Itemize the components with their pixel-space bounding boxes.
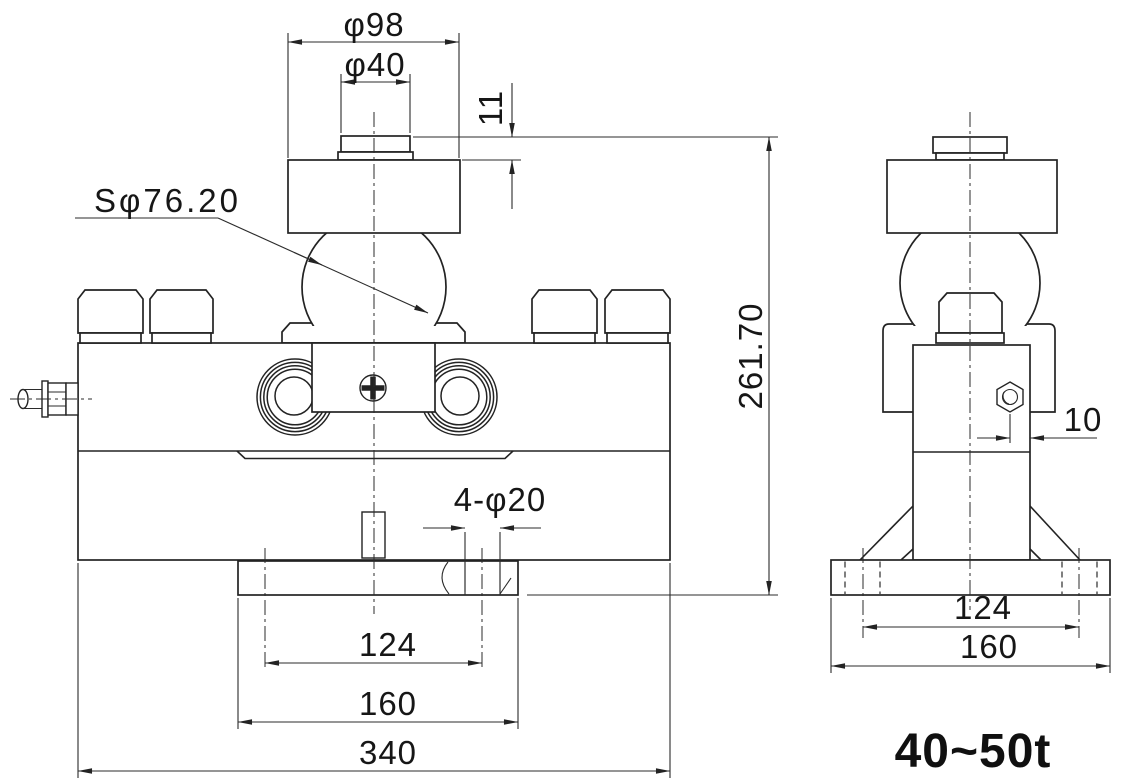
- hex-nut: [531, 289, 598, 334]
- front-dimensions: φ98 φ40 11 Sφ76.20 261.70 4-φ20 124 160 …: [75, 6, 778, 778]
- dim-front-hole-spacing: 124: [359, 626, 417, 663]
- nut-washer: [151, 332, 212, 344]
- dim-button-height: 11: [472, 90, 509, 126]
- side-view: [830, 136, 1111, 596]
- dim-side-hole-spacing: 124: [954, 589, 1012, 626]
- front-base-plate: [237, 560, 519, 596]
- dim-side-base-width: 160: [960, 628, 1018, 665]
- dim-top-plate-diameter: φ98: [343, 6, 404, 43]
- break-line: [441, 561, 450, 595]
- side-top-block: [886, 159, 1058, 234]
- hole-chamfer: [499, 577, 512, 595]
- body-recess-line: [236, 450, 514, 460]
- dim-mounting-holes: 4-φ20: [454, 481, 546, 518]
- hex-nut: [604, 289, 671, 334]
- nut-washer: [79, 332, 142, 344]
- dim-load-button-diameter: φ40: [344, 46, 405, 83]
- nut-washer: [533, 332, 596, 344]
- nut-washer: [606, 332, 669, 344]
- gussets: [859, 505, 1081, 561]
- side-hex-bolt: [996, 381, 1024, 413]
- front-cap-top: [340, 135, 411, 153]
- hex-nut: [77, 289, 144, 334]
- dim-body-length: 340: [359, 734, 417, 771]
- dim-bolt-offset: 10: [1064, 401, 1103, 438]
- front-hex-nuts: [77, 289, 671, 344]
- dim-sphere-diameter: Sφ76.20: [94, 182, 241, 219]
- front-cap-lip: [337, 151, 414, 161]
- centerlines: [10, 112, 1080, 668]
- phillips-screw: [359, 374, 387, 402]
- capacity-label: 40~50t: [895, 725, 1052, 778]
- dim-overall-height: 261.70: [732, 303, 769, 410]
- dim-front-base-width: 160: [359, 685, 417, 722]
- side-dimensions: 10 124 160 40~50t: [830, 401, 1111, 778]
- hex-nut: [149, 289, 214, 334]
